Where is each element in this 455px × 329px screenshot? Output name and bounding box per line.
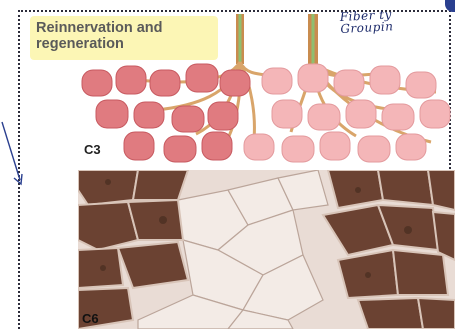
panel-title-line1: Reinnervation and	[36, 20, 216, 36]
micrograph	[78, 170, 455, 329]
dark-fibers	[82, 64, 250, 162]
nerve-trunks	[238, 14, 316, 66]
light-fibers	[244, 64, 450, 162]
panel-label-c6: C6	[82, 311, 99, 326]
panel-title: Reinnervation and regeneration	[36, 20, 216, 52]
panel-title-line2: regeneration	[36, 36, 216, 52]
arrow-annotation	[0, 120, 28, 190]
panel-label-c3: C3	[84, 142, 101, 157]
